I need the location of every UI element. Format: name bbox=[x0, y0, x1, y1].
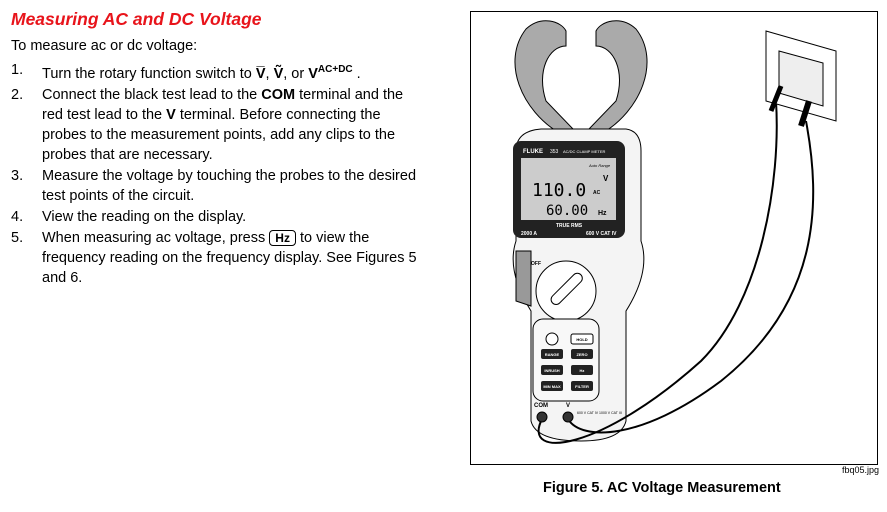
step-number: 4. bbox=[11, 208, 24, 225]
clamp-jaw-right bbox=[588, 20, 648, 135]
black-test-lead bbox=[537, 100, 778, 444]
acdc-volts-symbol: V bbox=[308, 65, 318, 82]
zero-button[interactable]: ZERO bbox=[576, 352, 587, 357]
brand-logo: FLUKE bbox=[523, 149, 543, 155]
range-button[interactable]: RANGE bbox=[545, 352, 560, 357]
main-reading: 110.0 bbox=[532, 180, 586, 201]
minmax-button[interactable]: MIN MAX bbox=[543, 384, 561, 389]
black-probe bbox=[768, 85, 784, 112]
freq-reading: 60.00 bbox=[546, 203, 588, 219]
filter-button[interactable]: FILTER bbox=[575, 384, 589, 389]
step-text: terminal. Before connecting the probes t… bbox=[42, 106, 396, 163]
com-jack bbox=[536, 411, 548, 423]
hz-key-icon: Hz bbox=[269, 229, 296, 246]
step-text: View the reading on the display. bbox=[42, 208, 247, 225]
step-3: 3. Measure the voltage by touching the pr… bbox=[11, 166, 421, 206]
step-2: 2. Connect the black test lead to the COM… bbox=[11, 85, 421, 165]
ac-volts-symbol: Ṽ bbox=[273, 65, 284, 82]
figure-filename: fbq05.jpg bbox=[842, 465, 880, 475]
step-5: 5. When measuring ac voltage, press Hz to… bbox=[11, 228, 421, 288]
step-text: Connect the black test lead to the bbox=[42, 86, 262, 103]
off-label: OFF bbox=[531, 261, 541, 267]
step-text: When measuring ac voltage, press bbox=[42, 229, 270, 246]
step-number: 1. bbox=[11, 62, 24, 78]
reading-mode: AC bbox=[593, 190, 601, 196]
step-number: 2. bbox=[11, 86, 24, 103]
rotary-pointer bbox=[550, 272, 583, 305]
section-title: Measuring AC and DC Voltage bbox=[11, 9, 262, 29]
voltage-rating: 600 V CAT IV bbox=[586, 231, 617, 237]
step-text: , or bbox=[283, 65, 309, 82]
model-number: 353 bbox=[550, 149, 559, 155]
autorange-indicator: Auto Range bbox=[588, 163, 611, 168]
step-number: 5. bbox=[11, 229, 24, 246]
terminal-rating: 600 V CAT IV 1000 V CAT III bbox=[577, 411, 622, 415]
step-text: . bbox=[352, 65, 361, 82]
side-grip bbox=[515, 250, 532, 307]
lcd-screen bbox=[521, 158, 616, 220]
steps-list: 1. Turn the rotary function switch to V̅,… bbox=[11, 60, 421, 289]
com-label: COM bbox=[261, 86, 296, 103]
step-1: 1. Turn the rotary function switch to V̅,… bbox=[11, 62, 361, 82]
true-rms-label: TRUE RMS bbox=[556, 223, 583, 229]
dc-volts-symbol: V̅ bbox=[255, 65, 266, 82]
v-jack bbox=[562, 411, 574, 423]
acdc-sup: AC+DC bbox=[317, 64, 353, 75]
outlet-plate bbox=[778, 50, 824, 107]
red-probe bbox=[798, 100, 812, 127]
freq-unit: Hz bbox=[598, 210, 607, 217]
v-label: V bbox=[166, 106, 176, 123]
clamp-jaw-left bbox=[514, 20, 574, 135]
red-test-lead bbox=[567, 120, 815, 434]
step-text: Measure the voltage by touching the prob… bbox=[42, 167, 417, 204]
step-text: Turn the rotary function switch to bbox=[42, 65, 256, 82]
clamp-meter-illustration: FLUKE 353 AC/DC CLAMP METER Auto Range 1… bbox=[512, 20, 837, 444]
step-text: to view the frequency reading on the fre… bbox=[42, 229, 417, 286]
reading-unit: V bbox=[603, 174, 609, 183]
hold-button[interactable]: HOLD bbox=[576, 337, 587, 342]
inrush-button[interactable]: INRUSH bbox=[544, 368, 559, 373]
step-text: terminal and the red test lead to the bbox=[42, 86, 404, 123]
figure-caption: Figure 5. AC Voltage Measurement bbox=[543, 480, 781, 496]
step-4: 4. View the reading on the display. bbox=[11, 207, 421, 227]
model-desc: AC/DC CLAMP METER bbox=[563, 149, 605, 154]
backlight-button[interactable] bbox=[545, 332, 559, 346]
step-number: 3. bbox=[11, 167, 24, 184]
intro-text: To measure ac or dc voltage: bbox=[11, 38, 198, 54]
com-terminal-label: COM bbox=[534, 403, 548, 409]
current-rating: 2000 A bbox=[521, 231, 537, 237]
v-terminal-label: V bbox=[566, 403, 570, 409]
figure-frame: FLUKE 353 AC/DC CLAMP METER Auto Range 1… bbox=[470, 11, 878, 465]
hz-button[interactable]: Hz bbox=[580, 368, 585, 373]
